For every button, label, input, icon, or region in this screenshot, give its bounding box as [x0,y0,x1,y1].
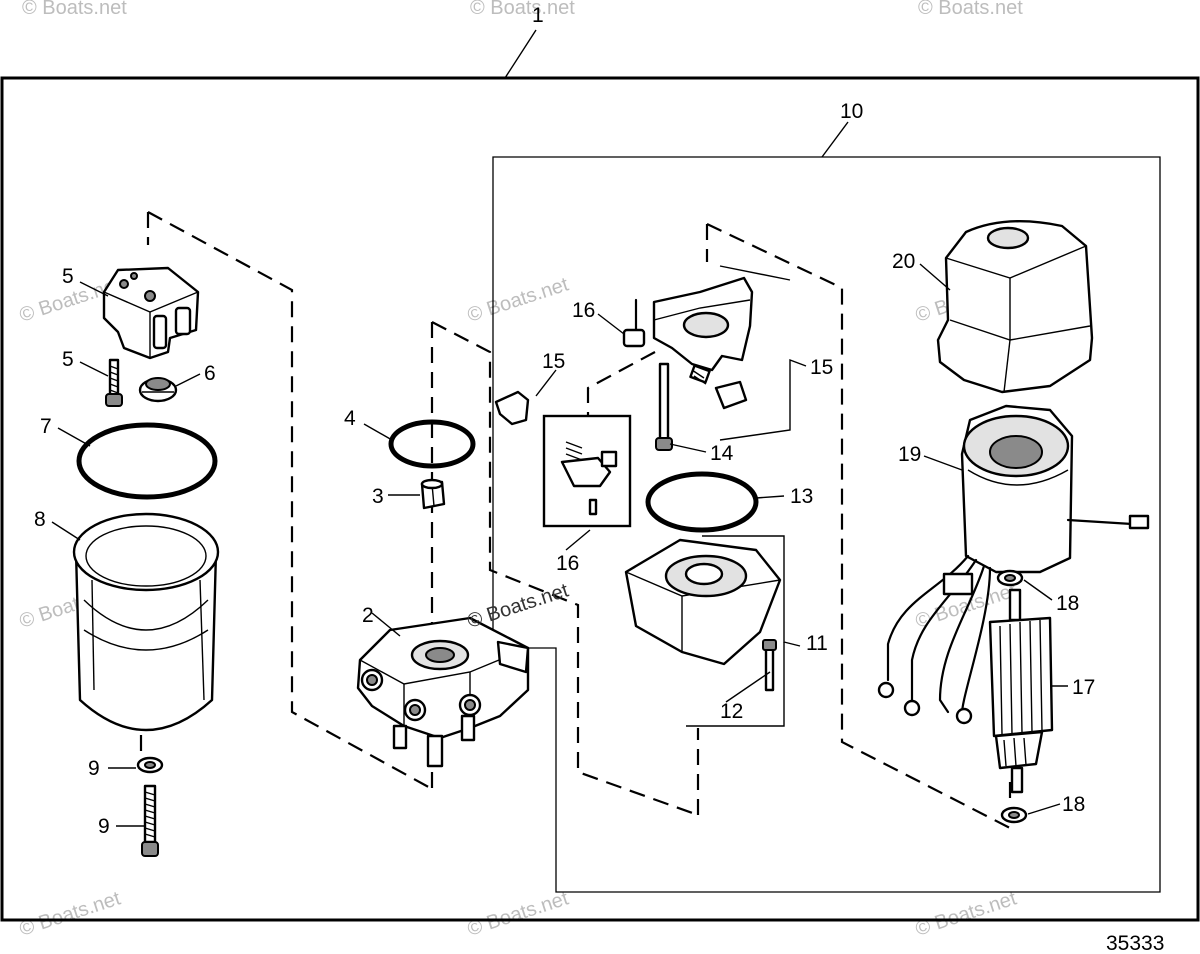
motor-end-cap [624,538,782,666]
lead-wire-terminal [622,298,646,348]
pump-valve-body [102,266,200,360]
armature-washer-lower [1000,806,1028,824]
armature-washer-upper [996,569,1024,587]
callout-5-screw: 5 [62,348,74,371]
brush-kit [542,414,632,528]
watermark-text: © Boats.net [17,887,124,940]
watermark-text: © Boats.net [913,887,1020,940]
callout-2: 2 [362,604,374,627]
callout-9-washer: 9 [88,757,100,780]
motor-cover [936,220,1094,394]
brush-plate [652,276,754,410]
callout-4: 4 [344,407,356,430]
callout-8: 8 [34,508,46,531]
callout-leaders [51,263,1068,827]
filter-nut [138,377,178,403]
callout-18-lower: 18 [1062,793,1085,816]
brush-plate-bracket [494,390,530,426]
watermark-text: © Boats.net [918,0,1023,19]
watermark-text: © Boats.net [465,887,572,940]
reservoir-washer [136,756,164,774]
valve-body-screw [105,358,123,407]
leader-line [504,29,537,79]
callout-14: 14 [710,442,734,465]
callout-15-plate: 15 [810,356,833,379]
callout-15-bracket: 15 [542,350,565,373]
assembly-frame [0,76,1200,922]
hydraulic-pump [356,616,530,768]
callout-13: 13 [790,485,813,508]
end-cap-o-ring [645,471,759,533]
watermarks: © Boats.net © Boats.net © Boats.net © Bo… [17,0,1023,941]
callout-18-upper: 18 [1056,592,1079,615]
callout-16-brush-kit: 16 [556,552,579,575]
watermark-text: © Boats.net [465,579,572,632]
callout-6: 6 [204,362,216,385]
callout-1: 1 [532,4,544,27]
reservoir-o-ring [76,422,218,500]
callout-12: 12 [720,700,743,723]
reservoir-screw [141,784,159,857]
callout-labels: 1 2 3 4 5 5 6 7 8 9 9 10 11 12 13 14 15 … [34,4,1095,838]
leader-line [821,121,849,158]
through-bolt [655,362,673,451]
watermark-text: © Boats.net [465,273,572,326]
pump-coupler [420,478,446,510]
callout-16-terminal: 16 [572,299,595,322]
watermark-text: © Boats.net [22,0,127,19]
armature [988,588,1054,794]
callout-3: 3 [372,485,384,508]
figure-number: 35333 [1106,932,1164,954]
callout-20: 20 [892,250,915,273]
callout-19: 19 [898,443,921,466]
callout-10: 10 [840,100,863,123]
watermark-text: © Boats.net [470,0,575,19]
callout-9-screw: 9 [98,815,110,838]
assembly-dashed-lines [139,211,1012,829]
field-housing [877,404,1150,725]
callout-17: 17 [1072,676,1095,699]
end-cap-screw [762,639,777,692]
callout-5-valve-body: 5 [62,265,74,288]
pump-o-ring [388,419,476,469]
callout-11: 11 [806,632,828,655]
callout-7: 7 [40,415,52,438]
reservoir [72,512,220,732]
